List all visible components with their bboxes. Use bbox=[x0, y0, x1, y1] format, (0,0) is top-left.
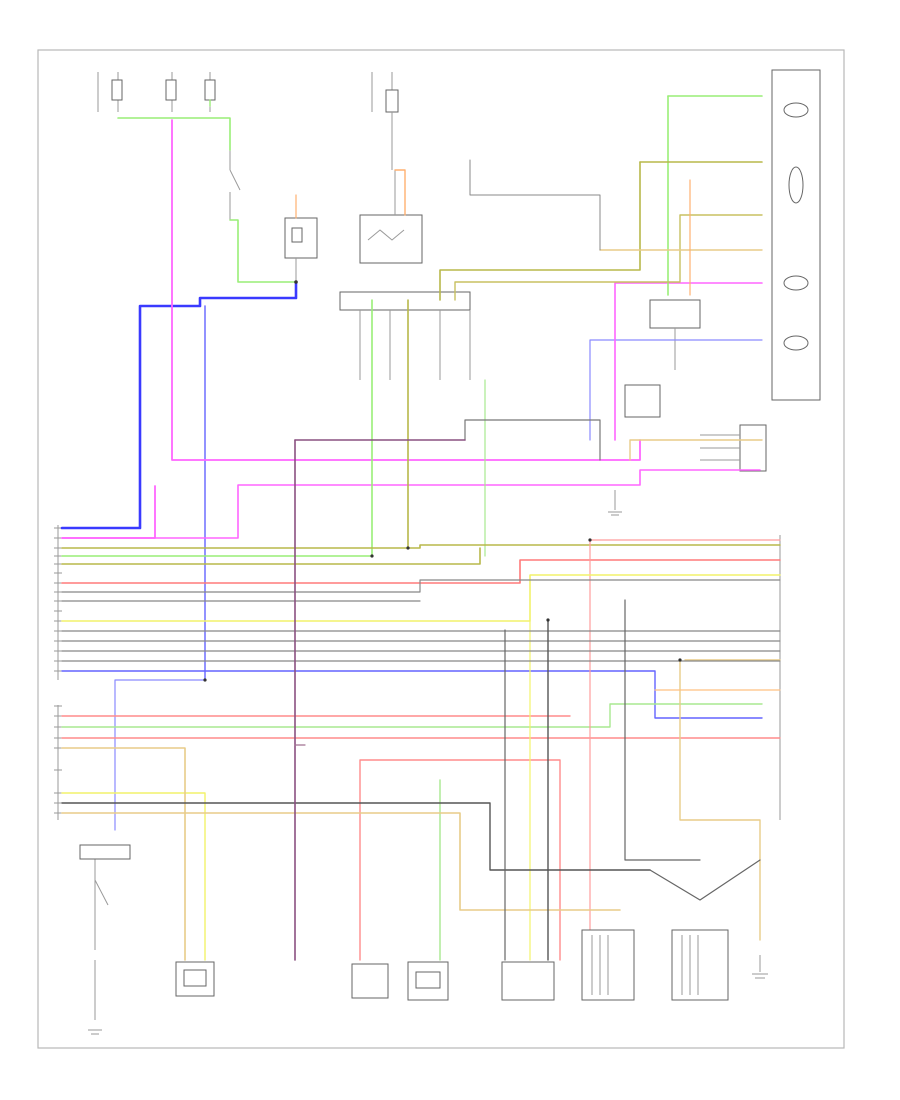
wire-yellow bbox=[61, 574, 781, 961]
diagram-frame bbox=[37, 49, 845, 1049]
fuse-block-top-left bbox=[97, 72, 216, 112]
bottom-left-relay bbox=[79, 844, 131, 1035]
wire-purple bbox=[294, 439, 466, 961]
switch-left bbox=[229, 150, 241, 220]
bottom-solenoid-a bbox=[351, 963, 389, 999]
splice-points bbox=[203, 280, 682, 682]
top-center-switch bbox=[371, 72, 399, 170]
transistor-center-right bbox=[624, 299, 701, 418]
relay-box-left bbox=[284, 195, 318, 282]
sensor-right-middle bbox=[700, 424, 767, 472]
wire-blue bbox=[60, 280, 763, 831]
ground-symbol-center bbox=[608, 490, 622, 516]
ground-symbol-bottom-right bbox=[752, 955, 768, 979]
bottom-solenoid-c bbox=[501, 961, 555, 1001]
wire-red bbox=[61, 539, 781, 961]
wire-gray bbox=[61, 159, 781, 961]
wire-pink bbox=[61, 119, 763, 539]
bottom-connector-d bbox=[581, 929, 635, 1001]
bottom-solenoid-b bbox=[407, 961, 449, 1001]
relay-box-center bbox=[359, 170, 423, 264]
bottom-left-sensor bbox=[175, 961, 215, 997]
wire-tan bbox=[61, 169, 781, 961]
connector-row-center bbox=[339, 291, 471, 380]
right-component-column bbox=[771, 69, 821, 401]
left-pin-ticks bbox=[54, 527, 62, 814]
bottom-connector-e bbox=[671, 929, 729, 1001]
